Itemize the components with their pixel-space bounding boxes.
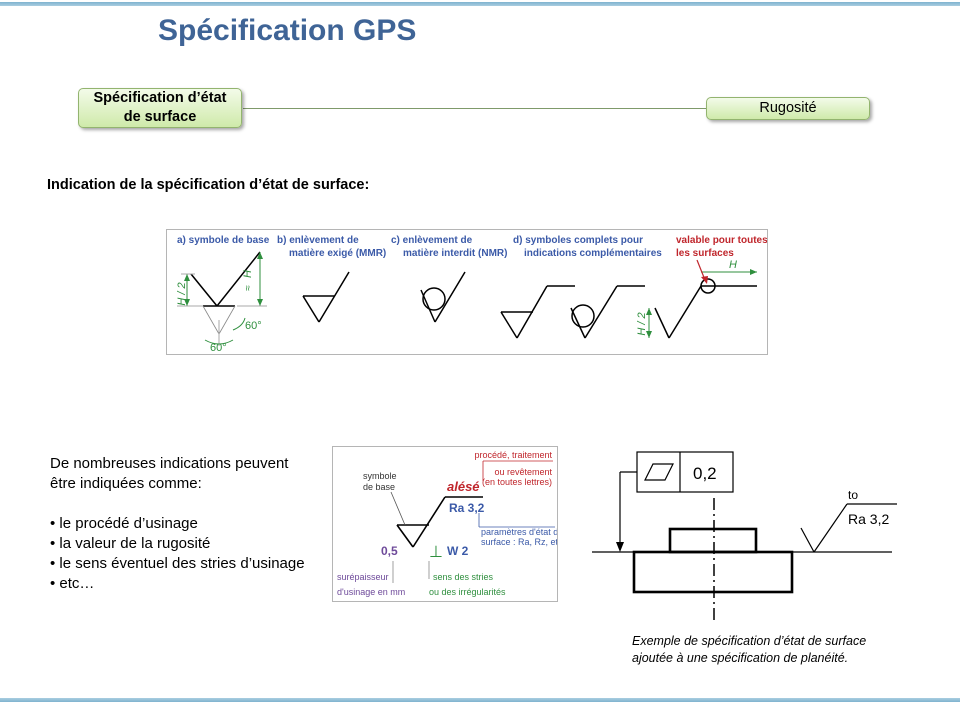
list-item: la valeur de la rugosité <box>50 534 305 554</box>
label-b-2: matière exigé (MMR) <box>289 248 386 259</box>
approx-label: ≈ <box>243 285 254 291</box>
nav-pill-rugosite[interactable]: Rugosité <box>706 97 870 120</box>
list-item: le procédé d’usinage <box>50 514 305 534</box>
nav-pill-surface-spec[interactable]: Spécification d’état de surface <box>78 88 242 128</box>
basic-symbol <box>190 251 261 335</box>
complete-symbol-nmr <box>570 285 645 339</box>
perpendicular-icon: ⊥ <box>429 544 443 561</box>
complete-symbol-all-surfaces <box>654 278 757 339</box>
slide-title: Spécification GPS <box>158 14 417 47</box>
intro-line-1: De nombreuses indications peuvent <box>50 455 289 472</box>
base-symbol <box>396 496 483 548</box>
intro-line-2: être indiquées comme: <box>50 475 202 492</box>
angle-label-bottom: 60° <box>210 342 227 354</box>
tolerance-frame <box>636 451 734 493</box>
stries-label-1: sens des stries <box>433 572 494 582</box>
label-a: a) symbole de base <box>177 235 270 246</box>
nmr-symbol <box>420 271 466 323</box>
ra-label: Ra 3,2 <box>449 501 485 515</box>
procede-label: procédé, traitement <box>474 450 552 460</box>
top-accent-bar <box>0 2 960 6</box>
upper-part <box>668 527 758 554</box>
figure-caption: Exemple de spécification d’état de surfa… <box>632 633 866 667</box>
surepaisseur-label-2: d'usinage en mm <box>337 587 405 597</box>
param-label-2: surface : Ra, Rz, etc. <box>481 537 557 547</box>
mmr-symbol <box>302 271 350 323</box>
list-item: le sens éventuel des stries d’usinage <box>50 554 304 574</box>
param-label-1: paramètres d'état de <box>481 527 557 537</box>
tolerance-value: 0,2 <box>693 464 717 483</box>
revetement-label-2: (en toutes lettres) <box>482 477 552 487</box>
list-item: etc… <box>50 574 305 594</box>
h-label: H <box>242 270 254 278</box>
nav-pill-rugosite-label: Rugosité <box>759 100 817 116</box>
label-e-2: les surfaces <box>676 248 734 259</box>
complete-symbol-mmr <box>500 285 575 339</box>
nav-connector-line <box>243 108 706 109</box>
alese-label: alésé <box>447 479 480 494</box>
section-heading: Indication de la spécification d’état de… <box>47 177 370 193</box>
label-d-2: indications complémentaires <box>524 248 662 259</box>
flatness-drawing: 0,2 to Ra 3,2 <box>592 448 902 624</box>
to-label: to <box>848 488 858 502</box>
leader-arrow <box>616 542 624 552</box>
symbole-label-1: symbole <box>363 471 397 481</box>
stries-label-2: ou des irrégularités <box>429 587 506 597</box>
nav-pill-surface-spec-line2: de surface <box>123 109 197 125</box>
callout-symbol-figure: symbole de base procédé, traitement ou r… <box>332 446 558 602</box>
surface-symbols-figure: a) symbole de base b) enlèvement de mati… <box>166 229 768 355</box>
h-half-label: H / 2 <box>176 282 188 305</box>
h-label-d: H <box>729 259 737 271</box>
caption-line-2: ajoutée à une spécification de planéité. <box>632 651 849 665</box>
flatness-icon <box>644 463 674 481</box>
nav-pill-surface-spec-line1: Spécification d’état <box>93 90 227 106</box>
label-c-1: c) enlèvement de <box>391 235 473 246</box>
caption-line-1: Exemple de spécification d’état de surfa… <box>632 634 867 648</box>
surepaisseur-value: 0,5 <box>381 544 398 558</box>
ra-value: Ra 3,2 <box>848 511 889 527</box>
lower-part <box>632 550 794 594</box>
surepaisseur-label-1: surépaisseur <box>337 572 389 582</box>
label-e-1: valable pour toutes <box>676 235 767 246</box>
label-c-2: matière interdit (NMR) <box>403 248 507 259</box>
symbole-label-2: de base <box>363 482 395 492</box>
label-d-1: d) symboles complets pour <box>513 235 643 246</box>
indications-list: le procédé d’usinage la valeur de la rug… <box>50 514 305 594</box>
intro-text: De nombreuses indications peuvent être i… <box>50 454 288 494</box>
label-b-1: b) enlèvement de <box>277 235 359 246</box>
h-half-label-d: H / 2 <box>636 312 648 335</box>
stries-value: W 2 <box>447 544 469 558</box>
revetement-label-1: ou revêtement <box>494 467 552 477</box>
bottom-accent-bar <box>0 698 960 702</box>
angle-label-right: 60° <box>245 320 262 332</box>
